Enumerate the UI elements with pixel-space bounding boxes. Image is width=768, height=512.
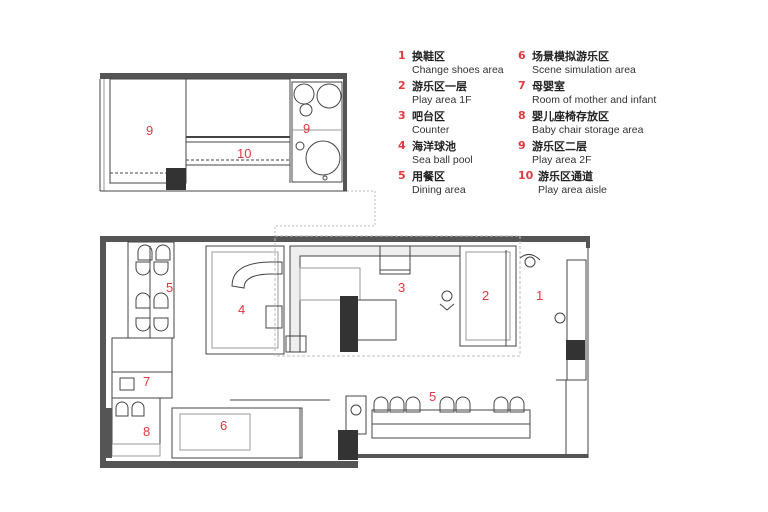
legend-chinese-label: 婴儿座椅存放区: [532, 110, 609, 123]
legend-number: 6: [518, 49, 526, 62]
legend-english-label: Play area 2F: [532, 154, 592, 166]
upper-label-play-a: 9: [146, 123, 153, 138]
legend-chinese-label: 用餐区: [412, 170, 445, 183]
scene-simulation-area: [171, 407, 303, 459]
lower-label-6: 6: [220, 418, 227, 433]
legend-chinese-label: 场景模拟游乐区: [532, 50, 609, 63]
legend-english-label: Play area 1F: [412, 94, 472, 106]
upper-label-aisle: 10: [237, 146, 251, 161]
dining-chairs-left: [135, 244, 171, 332]
lower-label-1: 1: [536, 288, 543, 303]
legend-chinese-label: 换鞋区: [412, 50, 445, 63]
lower-label-5a: 5: [166, 280, 173, 295]
lower-label-7: 7: [143, 374, 150, 389]
legend-chinese-label: 吧台区: [412, 110, 445, 123]
lower-wall-bottom: [100, 461, 358, 468]
lower-floor-plan: 1 2 3 4 5 5 6 7 8: [100, 235, 590, 468]
baby-chair-storage: [111, 397, 161, 457]
floor-link-line: [274, 190, 376, 236]
legend-number: 7: [518, 79, 526, 92]
legend-number: 2: [398, 79, 406, 92]
upper-dark-block: [166, 168, 186, 190]
change-shoes-area: [566, 259, 587, 381]
legend-chinese-label: 海洋球池: [412, 140, 456, 153]
legend-english-label: Scene simulation area: [532, 64, 636, 76]
legend-english-label: Room of mother and infant: [532, 94, 657, 106]
legend-number: 5: [398, 169, 406, 182]
legend-chinese-label: 游乐区一层: [412, 80, 467, 93]
lower-wall-left: [100, 236, 106, 468]
counter-area: [274, 235, 521, 357]
legend-english-label: Baby chair storage area: [532, 124, 644, 136]
legend-english-label: Play area aisle: [538, 184, 607, 196]
lower-label-8: 8: [143, 424, 150, 439]
legend-chinese-label: 游乐区通道: [538, 170, 593, 183]
upper-play-room-mid: [185, 78, 291, 138]
legend-number: 9: [518, 139, 526, 152]
mother-infant-room: [111, 337, 173, 399]
upper-label-play-b: 9: [303, 121, 310, 136]
shoe-cabinet: [566, 340, 585, 360]
play-area-1f: [459, 245, 517, 347]
sea-ball-pool: [205, 245, 285, 355]
legend-english-label: Counter: [412, 124, 450, 136]
dining-chairs-bottom: [373, 396, 525, 413]
upper-floor-plan: 9 10 9: [99, 73, 376, 236]
legend-number: 3: [398, 109, 406, 122]
legend-english-label: Change shoes area: [412, 64, 504, 76]
legend-number: 1: [398, 49, 406, 62]
lower-label-5b: 5: [429, 389, 436, 404]
lower-wall-top: [100, 236, 588, 242]
lower-label-4: 4: [238, 302, 245, 317]
lower-label-2: 2: [482, 288, 489, 303]
legend-english-label: Sea ball pool: [412, 154, 473, 166]
lower-label-3: 3: [398, 280, 405, 295]
legend-chinese-label: 游乐区二层: [532, 140, 587, 153]
legend-english-label: Dining area: [412, 184, 466, 196]
upper-play-room-b: [291, 81, 343, 183]
upper-wall-right: [343, 73, 347, 191]
legend-chinese-label: 母婴室: [532, 80, 565, 93]
legend-number: 4: [398, 139, 406, 152]
legend-number: 10: [518, 169, 534, 182]
legend-number: 8: [518, 109, 526, 122]
upper-wall-top: [100, 73, 346, 79]
